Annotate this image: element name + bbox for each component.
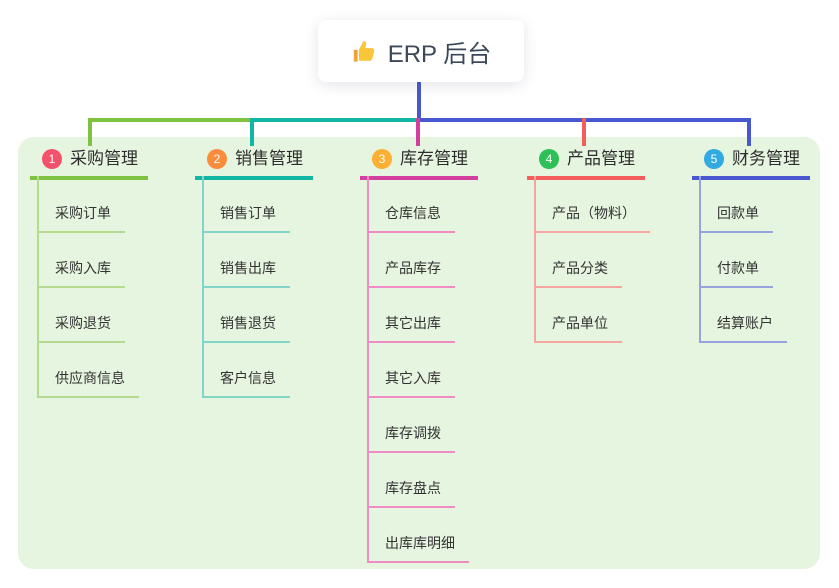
branch-column: 1 采购管理采购订单采购入库采购退货供应商信息 [30, 148, 148, 398]
branch-children: 产品（物料） 产品分类产品单位 [534, 205, 650, 343]
branch-drop-connector [88, 118, 92, 146]
branch-number-badge: 5 [704, 148, 724, 169]
branch-children: 采购订单采购入库采购退货供应商信息 [37, 205, 148, 398]
child-node[interactable]: 回款单 [699, 205, 773, 233]
branch-number-badge: 4 [539, 148, 559, 169]
branch-header[interactable]: 3 库存管理 [360, 148, 478, 180]
branch-number-badge: 3 [372, 148, 392, 169]
child-node[interactable]: 供应商信息 [37, 370, 139, 398]
child-node[interactable]: 其它入库 [367, 370, 455, 398]
branch-header[interactable]: 5 财务管理 [692, 148, 810, 180]
child-node[interactable]: 客户信息 [202, 370, 290, 398]
branch-children: 回款单付款单结算账户 [699, 205, 810, 343]
child-node[interactable]: 销售订单 [202, 205, 290, 233]
child-node[interactable]: 采购订单 [37, 205, 125, 233]
branch-drop-connector [747, 118, 751, 146]
child-node[interactable]: 产品库存 [367, 260, 455, 288]
branch-label: 库存管理 [400, 149, 468, 168]
branch-label: 产品管理 [567, 149, 635, 168]
branch-children: 销售订单销售出库销售退货客户信息 [202, 205, 313, 398]
branch-column: 3 库存管理仓库信息产品库存其它出库其它入库库存调拨库存盘点出库库明细 [360, 148, 478, 563]
branch-header[interactable]: 4 产品管理 [527, 148, 645, 180]
branch-column: 2 销售管理销售订单销售出库销售退货客户信息 [195, 148, 313, 398]
trunk-connector [417, 82, 421, 122]
branch-children-connector [367, 176, 369, 563]
branch-children-connector [699, 176, 701, 343]
thumbs-up-icon [353, 40, 374, 62]
branch-children-connector [202, 176, 204, 398]
branches-panel [18, 137, 820, 569]
child-node[interactable]: 出库库明细 [367, 535, 469, 563]
branch-number-badge: 2 [207, 148, 227, 169]
child-node[interactable]: 采购入库 [37, 260, 125, 288]
child-node[interactable]: 销售出库 [202, 260, 290, 288]
branch-label: 采购管理 [70, 149, 138, 168]
child-node[interactable]: 其它出库 [367, 315, 455, 343]
branch-label: 销售管理 [235, 149, 303, 168]
branch-drop-connector [250, 118, 254, 146]
child-node[interactable]: 采购退货 [37, 315, 125, 343]
child-node[interactable]: 库存调拨 [367, 425, 455, 453]
root-node[interactable]: ERP 后台 [318, 20, 524, 82]
child-node[interactable]: 付款单 [699, 260, 773, 288]
branch-header[interactable]: 2 销售管理 [195, 148, 313, 180]
branch-label: 财务管理 [732, 149, 800, 168]
child-node[interactable]: 仓库信息 [367, 205, 455, 233]
branch-children-connector [37, 176, 39, 398]
child-node[interactable]: 销售退货 [202, 315, 290, 343]
child-node[interactable]: 结算账户 [699, 315, 787, 343]
child-node[interactable]: 库存盘点 [367, 480, 455, 508]
child-node[interactable]: 产品单位 [534, 315, 622, 343]
branch-drop-connector [416, 118, 420, 146]
branch-children: 仓库信息产品库存其它出库其它入库库存调拨库存盘点出库库明细 [367, 205, 478, 563]
branch-number-badge: 1 [42, 148, 62, 169]
branch-column: 4 产品管理产品（物料） 产品分类产品单位 [527, 148, 650, 343]
child-node[interactable]: 产品分类 [534, 260, 622, 288]
bus-segment-left [89, 118, 252, 122]
branch-column: 5 财务管理回款单付款单结算账户 [692, 148, 810, 343]
child-node[interactable]: 产品（物料） [534, 205, 650, 233]
branch-header[interactable]: 1 采购管理 [30, 148, 148, 180]
bus-segment-middle [252, 118, 418, 122]
root-title: ERP 后台 [387, 40, 492, 68]
branch-children-connector [534, 176, 536, 343]
branch-drop-connector [582, 118, 586, 146]
